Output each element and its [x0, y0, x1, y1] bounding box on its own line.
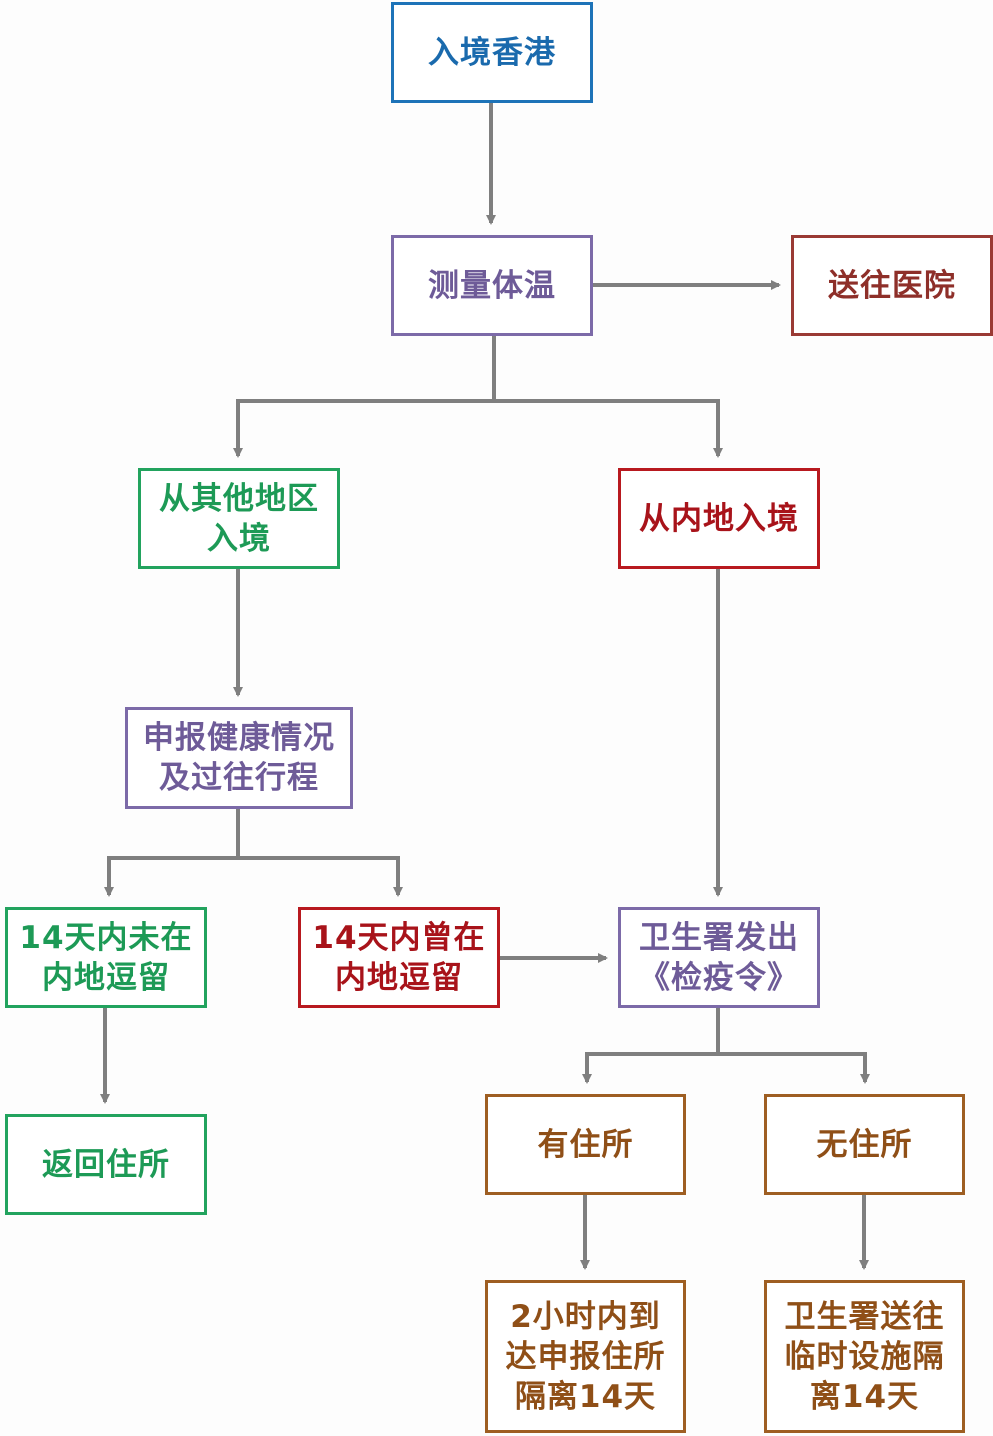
edge-order-to-has-residence: [582, 1052, 718, 1084]
edge-declare-to-not-in-mainland: [104, 856, 238, 897]
node-from-mainland: 从内地入境: [618, 468, 820, 569]
node-from-other-regions: 从其他地区 入境: [138, 468, 340, 569]
node-no-residence: 无住所: [764, 1094, 965, 1195]
node-has-residence: 有住所: [485, 1094, 686, 1195]
node-quarantine-order: 卫生署发出 《检疫令》: [618, 907, 820, 1008]
node-send-to-hospital: 送往医院: [791, 235, 993, 336]
edge-declare-to-was-in-mainland: [238, 856, 403, 897]
node-measure-temperature: 测量体温: [391, 235, 593, 336]
node-home-quarantine-14-days: 2小时内到 达申报住所 隔离14天: [485, 1280, 686, 1433]
edge-measure-to-other: [233, 399, 494, 458]
node-facility-quarantine-14-days: 卫生署送往 临时设施隔 离14天: [764, 1280, 965, 1433]
node-return-home: 返回住所: [5, 1114, 207, 1215]
node-not-in-mainland-14-days: 14天内未在 内地逗留: [5, 907, 207, 1008]
node-was-in-mainland-14-days: 14天内曾在 内地逗留: [298, 907, 500, 1008]
node-enter-hong-kong: 入境香港: [391, 2, 593, 103]
edge-measure-to-mainland: [494, 399, 723, 458]
node-declare-health-travel: 申报健康情况 及过往行程: [125, 707, 353, 809]
edge-order-to-no-residence: [718, 1052, 870, 1084]
